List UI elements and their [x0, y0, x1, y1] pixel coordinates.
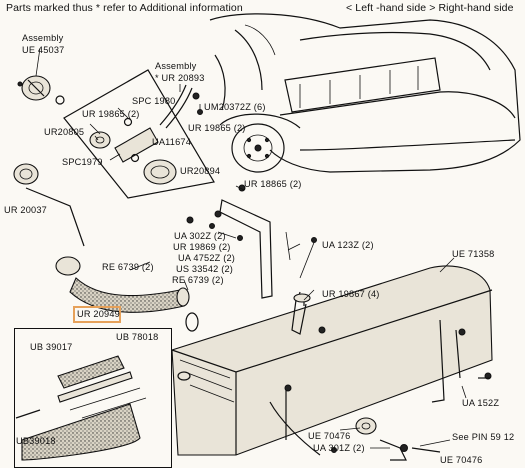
- label-ur19869: UR 19869 (2): [173, 242, 231, 252]
- label-ue71358: UE 71358: [452, 249, 495, 259]
- label-ua301z: UA 301Z (2): [313, 443, 365, 453]
- label-ur19867: UR 19867 (4): [322, 289, 380, 299]
- leader-lines: [35, 47, 467, 449]
- label-assembly-ur20893: Assembly: [155, 61, 197, 71]
- label-ur20949: UR 20949: [77, 309, 120, 319]
- label-spc1979: SPC1979: [62, 157, 103, 167]
- label-ub39017: UB 39017: [30, 342, 73, 352]
- label-see-pin: See PIN 59 12: [452, 432, 515, 442]
- sender-unit: [331, 417, 441, 461]
- label-ur20037: UR 20037: [4, 205, 47, 215]
- label-ur20893: * UR 20893: [155, 73, 205, 83]
- label-us33542: US 33542 (2): [176, 264, 234, 274]
- label-ur19865-a: UR 19865 (2): [82, 109, 140, 119]
- filler-neck-parts: [89, 84, 203, 185]
- highlight-box: [73, 306, 121, 323]
- label-spc1980: SPC 1980: [132, 96, 176, 106]
- tank-straps: [269, 319, 492, 456]
- label-ur20805: UR20805: [44, 127, 85, 137]
- grommet-ur20037: [13, 163, 85, 247]
- label-ur19865-b: UR 19865 (2): [188, 123, 246, 133]
- inset-trim-parts: [15, 355, 147, 461]
- label-ua11674: UA11674: [152, 137, 192, 147]
- label-ua4752z: UA 4752Z (2): [178, 253, 236, 263]
- vehicle-rear-body: [209, 13, 521, 173]
- label-ur18865: UR 18865 (2): [244, 179, 302, 189]
- fuel-tank-ue71358: [171, 265, 493, 456]
- label-ue70476-a: UE 70476: [308, 431, 351, 441]
- filler-hose: [55, 256, 199, 332]
- filler-cap-ue45037: [17, 75, 65, 105]
- label-ua152z: UA 152Z: [462, 398, 500, 408]
- filler-assembly-frame: [63, 69, 215, 199]
- header-note: Parts marked thus * refer to Additional …: [6, 2, 243, 14]
- label-re6739-a: RE 6739 (2): [102, 262, 154, 272]
- label-ua123z: UA 123Z (2): [322, 240, 374, 250]
- label-ub78018: UB 78018: [116, 332, 159, 342]
- label-re6739-b: RE 6739 (2): [172, 275, 224, 285]
- label-ue45037: UE 45037: [22, 45, 65, 55]
- header-legend: < Left -hand side > Right-hand side: [346, 2, 514, 14]
- label-ur20894: UR20894: [180, 166, 221, 176]
- label-assembly-ue45037: Assembly: [22, 33, 64, 43]
- tank-strap-bracket: [186, 184, 317, 299]
- label-ub39018: UB39018: [16, 436, 56, 446]
- label-um20372z: UM20372Z (6): [204, 102, 266, 112]
- label-ua302z: UA 302Z (2): [174, 231, 226, 241]
- label-ue70476-b: UE 70476: [440, 455, 483, 465]
- rear-wheel: [219, 113, 301, 173]
